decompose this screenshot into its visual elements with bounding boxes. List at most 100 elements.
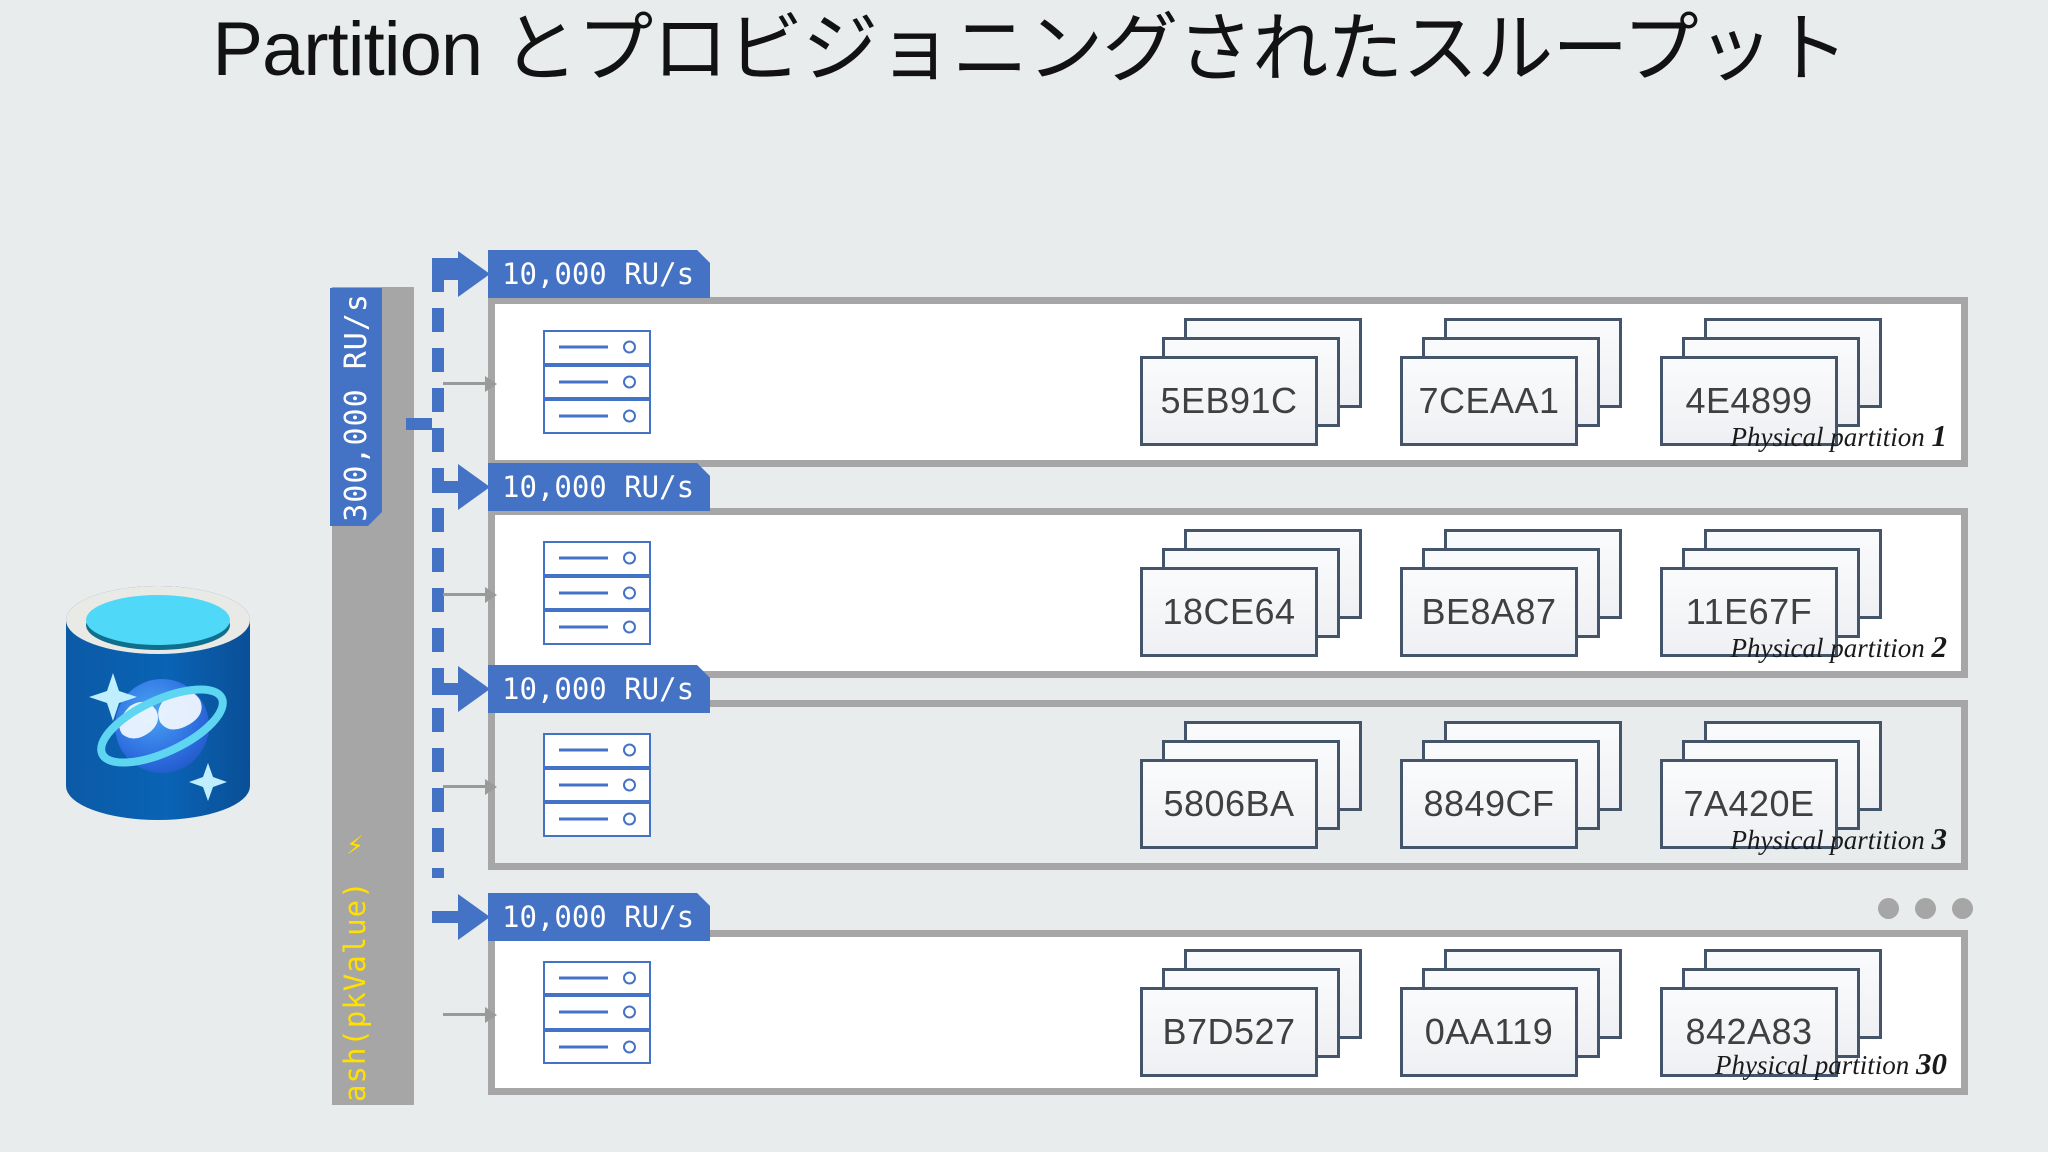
server-led-icon [623,409,636,423]
partition-name-label: Physical partition 2 [1731,629,1947,665]
server-led-icon [623,778,636,792]
document-stack: 7A420E [1660,721,1882,849]
server-rack-icon [543,330,651,434]
partition-name-label: Physical partition 1 [1731,418,1947,454]
document-sheet-front: 5EB91C [1140,356,1318,446]
partition-name-prefix: Physical partition [1715,1050,1916,1080]
partition-inbound-arrow-line [443,785,487,788]
server-led-icon [623,375,636,389]
server-led-icon [623,812,636,826]
document-stack: 4E4899 [1660,318,1882,446]
partition-throughput-badge: 10,000 RU/s [488,893,710,941]
partition-name-prefix: Physical partition [1730,825,1932,855]
server-unit [543,364,651,400]
document-stack: 5806BA [1140,721,1362,849]
document-sheet-front: 5806BA [1140,759,1318,849]
server-line [559,976,608,980]
partition-name-label: Physical partition 30 [1715,1046,1947,1082]
partition-number: 2 [1931,629,1948,664]
page-title: Partition とプロビジョニングされたスループット [212,7,1848,92]
document-stack: 5EB91C [1140,318,1362,446]
server-led-icon [623,1005,636,1019]
document-sheet-front: 842A83 [1660,986,1838,1077]
server-led-icon [623,1040,636,1054]
branch-arrow-head [458,666,490,712]
server-unit [543,541,651,576]
partition-number: 3 [1931,821,1948,856]
server-line [559,817,608,821]
server-line [559,1010,608,1014]
server-unit [543,733,651,768]
branch-arrow-head [458,251,490,297]
server-led-icon [623,551,636,565]
server-line [559,748,608,752]
server-line [559,380,608,384]
hash-dashed-line [432,258,444,878]
server-line [559,591,608,595]
document-stack: 18CE64 [1140,529,1362,657]
server-line [559,1045,608,1049]
total-throughput-badge: 300,000 RU/s [330,288,382,526]
total-throughput-label: 300,000 RU/s [338,292,374,522]
server-unit [543,575,651,611]
azure-cosmos-db-icon [58,578,258,828]
server-line [559,783,608,787]
document-sheet-front: 18CE64 [1140,567,1318,657]
server-unit [543,610,651,645]
server-unit [543,995,651,1030]
more-partitions-ellipsis [1878,898,1973,919]
server-rack-icon [543,733,651,837]
document-stack: 7CEAA1 [1400,318,1622,446]
document-stack: BE8A87 [1400,529,1622,657]
hash-function-label: hash(pkValue) ⚡ [338,827,372,1121]
server-unit [543,330,651,365]
dot-1 [1878,898,1899,919]
document-sheet-front: 8849CF [1400,759,1578,849]
server-unit [543,1029,651,1065]
server-unit [543,960,651,996]
partition-name-prefix: Physical partition [1730,422,1932,452]
partition-number: 30 [1916,1046,1947,1081]
partition-number: 1 [1931,418,1948,453]
partition-inbound-arrow-line [443,1012,487,1016]
document-stack: 11E67F [1660,529,1882,657]
server-unit [543,802,651,837]
branch-arrow-stem [432,268,458,280]
partition-throughput-badge: 10,000 RU/s [488,250,710,298]
document-sheet-front: BE8A87 [1400,567,1578,657]
partition-inbound-arrow-head [485,587,497,603]
partition-inbound-arrow-head [485,779,497,795]
server-line [559,556,608,560]
document-sheet-front: 7CEAA1 [1400,356,1578,446]
document-stack: 8849CF [1400,721,1622,849]
partition-inbound-arrow-head [485,376,497,392]
document-sheet-front: 0AA119 [1400,986,1578,1077]
server-unit [543,399,651,434]
server-led-icon [623,340,636,354]
branch-arrow-head [458,464,490,510]
partition-inbound-arrow-line [443,593,487,596]
server-line [559,345,608,349]
document-stack: 0AA119 [1400,948,1622,1077]
dot-2 [1915,898,1936,919]
server-led-icon [623,586,636,600]
branch-arrow-stem [432,481,458,493]
partition-name-prefix: Physical partition [1730,633,1932,663]
server-rack-icon [543,960,651,1065]
document-sheet-front: 11E67F [1660,567,1838,657]
partition-inbound-arrow-head [485,1006,497,1023]
partition-throughput-badge: 10,000 RU/s [488,665,710,713]
document-sheet-front: 7A420E [1660,759,1838,849]
document-sheet-front: B7D527 [1140,986,1318,1077]
server-line [559,414,608,418]
server-led-icon [623,620,636,634]
server-led-icon [623,743,636,757]
document-stack: 842A83 [1660,948,1882,1077]
server-unit [543,767,651,803]
server-led-icon [623,971,636,985]
dot-3 [1952,898,1973,919]
document-stack: B7D527 [1140,948,1362,1077]
